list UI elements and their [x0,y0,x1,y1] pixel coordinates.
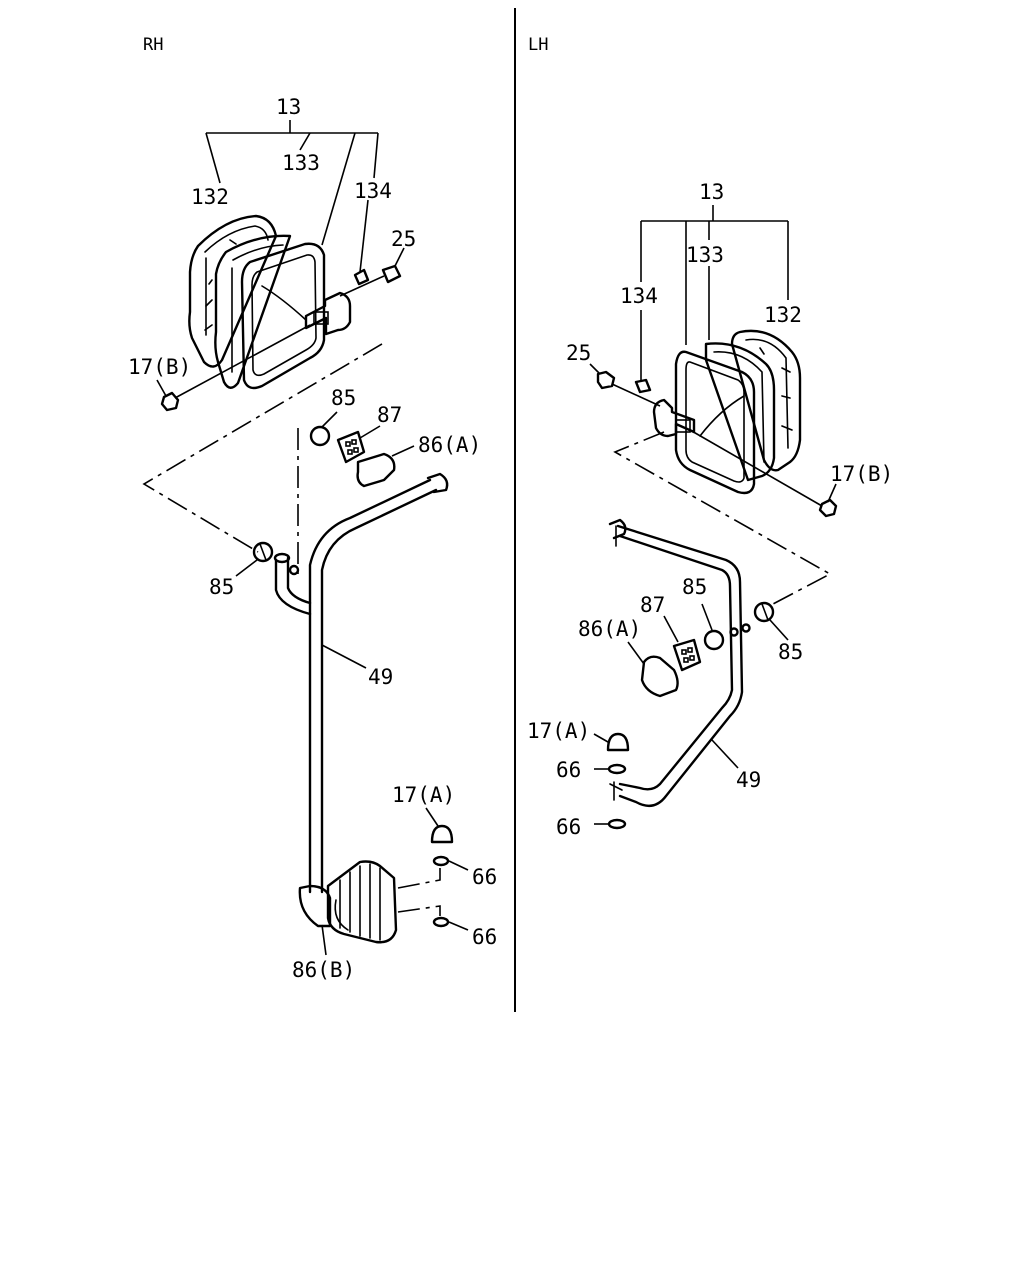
lh-label-17b: 17(B) [830,462,893,486]
rh-label-85-lower: 85 [209,575,234,599]
rh-washer-66-lower [397,905,469,931]
rh-assembly-link-line [142,343,383,553]
rh-label-132: 132 [191,185,229,209]
lh-dome-nut-17a [593,732,630,752]
rh-label-86a: 86(A) [418,433,481,457]
rh-mirror-hinge-bracket [304,291,352,336]
lh-mirror-hinge-bracket [652,398,696,438]
lh-label-133: 133 [686,243,724,267]
lh-assembly: 13 133 134 132 25 17(B) 85 87 86(A) 85 1… [527,180,893,839]
lh-pins [729,623,751,637]
lh-mirror-stay-arm-49 [608,518,744,808]
rh-label-17a: 17(A) [392,783,455,807]
lh-label-66-lower: 66 [556,815,581,839]
rh-washer-66-upper [397,855,469,889]
lh-screw-134 [634,378,652,394]
lh-label-17a: 17(A) [527,719,590,743]
lh-label-85-upper: 85 [682,575,707,599]
rh-callout-bracket-13 [205,120,379,246]
lh-label-66-upper: 66 [556,758,581,782]
rh-nut-17b [156,324,311,412]
rh-dome-nut-17a [425,807,454,844]
lh-mirror-glass [674,350,756,495]
lh-washer-66-lower [594,818,627,830]
rh-clip-87 [336,425,381,464]
rh-cap-85-lower [235,541,274,577]
rh-label-13: 13 [276,95,301,119]
lh-cap-85-upper [701,603,725,651]
rh-label-87: 87 [377,403,402,427]
rh-mirror-back-housing [188,214,278,368]
lh-assembly-link-line [613,431,832,605]
lh-cover-86a [627,641,679,698]
lh-label-13: 13 [699,180,724,204]
lh-bolt-25 [589,363,661,407]
lh-side-label: LH [528,35,548,55]
lh-label-132: 132 [764,303,802,327]
lh-label-49: 49 [736,768,761,792]
rh-label-17b: 17(B) [128,355,191,379]
rh-screw-134 [353,199,370,286]
rh-assembly: 13 133 132 134 25 17(B) 85 87 86(A) 85 4… [128,95,497,982]
lh-nut-17b [689,429,838,518]
rh-label-134: 134 [354,179,392,203]
rh-label-85-upper: 85 [331,386,356,410]
rh-side-label: RH [143,35,163,55]
lh-mirror-back-housing [730,329,802,472]
lh-clip-87 [663,615,702,672]
rh-cover-86a [356,445,415,488]
rh-boot-86b [298,860,398,956]
rh-bolt-25 [339,247,405,297]
rh-label-25: 25 [391,227,416,251]
lh-callout-bracket-13 [640,205,789,380]
rh-cap-85-upper [309,411,338,447]
lh-label-25: 25 [566,341,591,365]
rh-label-66-lower: 66 [472,925,497,949]
lh-label-134: 134 [620,284,658,308]
lh-label-85-lower: 85 [778,640,803,664]
rh-mirror-glass [240,242,326,390]
lh-washer-66-upper [594,763,627,775]
rh-label-86b: 86(B) [292,958,355,982]
rh-label-66-upper: 66 [472,865,497,889]
lh-label-87: 87 [640,593,665,617]
rh-label-133: 133 [282,151,320,175]
rh-label-49: 49 [368,665,393,689]
lh-label-86a: 86(A) [578,617,641,641]
rh-mirror-frame [214,234,292,389]
rh-mirror-stay-arm-49 [273,472,449,894]
lh-cap-85-lower [753,601,789,641]
